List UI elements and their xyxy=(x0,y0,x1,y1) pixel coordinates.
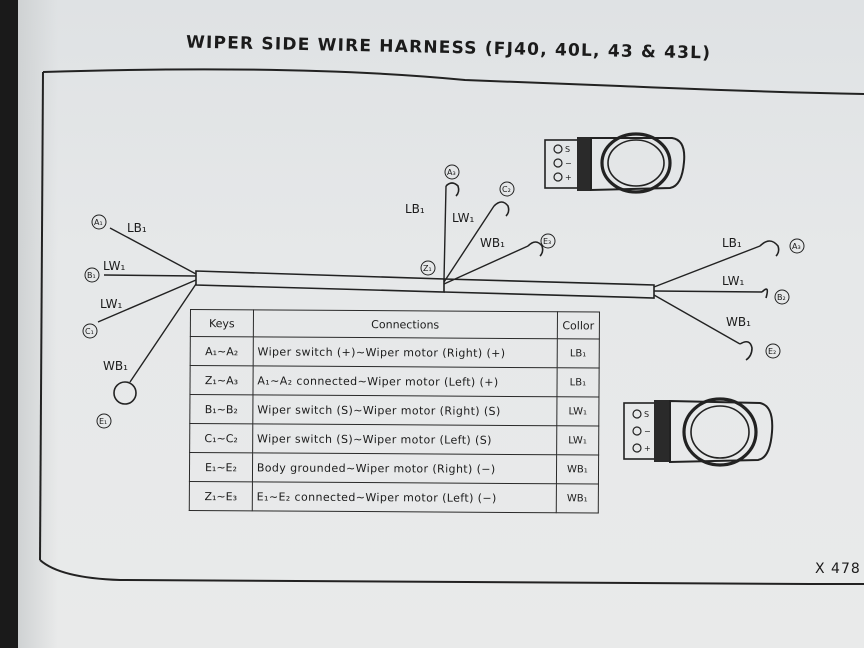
terminal-hook-e2 xyxy=(739,340,753,361)
table-row: C₁~C₂ Wiper switch (S)~Wiper motor (Left… xyxy=(189,423,599,455)
wire-wb1-mid xyxy=(443,245,529,285)
terminal-e1-marker xyxy=(96,413,112,429)
wire-label-wb1-left: WB₁ xyxy=(103,359,128,373)
header-keys: Keys xyxy=(190,309,254,337)
svg-text:+: + xyxy=(565,173,572,182)
terminal-hook-e3 xyxy=(527,241,544,257)
ground-ring-terminal xyxy=(113,381,137,405)
row-color: WB₁ xyxy=(556,483,599,513)
row-color: LW₁ xyxy=(556,396,599,426)
table-row: B₁~B₂ Wiper switch (S)~Wiper motor (Righ… xyxy=(189,394,599,426)
terminal-c1-marker xyxy=(82,323,98,339)
wire-lb1-left xyxy=(109,227,197,275)
row-keys: Z₁~A₃ xyxy=(189,365,253,395)
row-keys: B₁~B₂ xyxy=(189,394,253,424)
terminal-a2-marker xyxy=(789,238,805,254)
terminal-b1-label: B₁ xyxy=(87,271,96,280)
row-color: LW₁ xyxy=(556,425,599,455)
table-row: E₁~E₂ Body grounded~Wiper motor (Right) … xyxy=(189,452,599,484)
page-binding-shadow xyxy=(18,0,58,648)
page-code: X 478 xyxy=(815,561,861,577)
terminal-b2-marker xyxy=(774,289,790,305)
wiper-motor-connector-top: S − + xyxy=(544,132,686,194)
row-keys: C₁~C₂ xyxy=(189,423,253,453)
wire-lw1-mid xyxy=(443,205,495,283)
terminal-e2-label: E₂ xyxy=(768,347,776,356)
wire-label-lb1-right: LB₁ xyxy=(722,236,742,250)
terminal-e2-marker xyxy=(765,343,781,359)
terminal-hook-b2 xyxy=(761,288,769,299)
svg-text:S: S xyxy=(644,410,649,419)
svg-text:+: + xyxy=(644,444,651,453)
wire-lb1-right xyxy=(653,245,761,288)
row-connection: Wiper switch (S)~Wiper motor (Left) (S) xyxy=(252,423,557,455)
frame-bottom-edge xyxy=(39,559,864,585)
row-color: LB₁ xyxy=(556,338,600,369)
wire-label-wb1-mid: WB₁ xyxy=(480,236,505,250)
terminal-z1-label: Z₁ xyxy=(423,264,432,273)
terminal-a2-label: A₃ xyxy=(792,242,801,251)
terminal-b1-marker xyxy=(84,267,100,283)
terminal-a1-marker xyxy=(91,214,107,230)
terminal-hook-c2 xyxy=(493,201,510,217)
wire-label-lw1-left-top: LW₁ xyxy=(103,259,125,273)
wire-label-lw1-mid: LW₁ xyxy=(452,211,474,225)
frame-border xyxy=(42,68,864,95)
wire-label-lw1-left-bottom: LW₁ xyxy=(100,297,122,311)
terminal-e1-label: E₁ xyxy=(99,417,107,426)
wire-label-wb1-right: WB₁ xyxy=(726,315,751,329)
terminal-hook-a2 xyxy=(759,240,780,257)
row-connection: E₁~E₂ connected~Wiper motor (Left) (−) xyxy=(252,481,557,513)
harness-bundle-left xyxy=(195,270,445,293)
svg-text:−: − xyxy=(565,159,572,168)
terminal-a3-label: A₃ xyxy=(447,168,456,177)
svg-text:S: S xyxy=(565,145,570,154)
terminal-hook-a3 xyxy=(445,182,460,197)
terminal-e3-label: E₃ xyxy=(543,237,551,246)
manual-page xyxy=(18,0,864,648)
row-keys: A₁~A₂ xyxy=(190,336,254,366)
terminal-a1-label: A₁ xyxy=(94,218,103,227)
terminal-z1-marker xyxy=(420,260,436,276)
wire-wb1-left xyxy=(129,283,197,383)
terminal-a3-marker xyxy=(444,164,460,180)
svg-text:−: − xyxy=(644,427,651,436)
wire-lw1-right xyxy=(653,290,763,293)
header-connections: Connections xyxy=(253,309,558,339)
row-connection: A₁~A₂ connected~Wiper motor (Left) (+) xyxy=(252,365,557,397)
table-header-row: Keys Connections Collor xyxy=(190,309,600,340)
wire-label-lb1-left: LB₁ xyxy=(127,221,147,235)
table-row: A₁~A₂ Wiper switch (+)~Wiper motor (Righ… xyxy=(190,336,600,369)
wire-label-lw1-right: LW₁ xyxy=(722,274,744,288)
row-connection: Wiper switch (S)~Wiper motor (Right) (S) xyxy=(252,394,557,426)
terminal-c1-label: C₁ xyxy=(85,327,94,336)
connection-keys-table: Keys Connections Collor A₁~A₂ Wiper swit… xyxy=(189,309,600,514)
row-color: LB₁ xyxy=(556,367,600,397)
wire-lw1-left-bottom xyxy=(97,279,197,323)
wire-lw1-left-top xyxy=(103,274,197,277)
row-keys: Z₁~E₃ xyxy=(189,481,253,511)
row-color: WB₁ xyxy=(556,454,599,484)
harness-bundle-right xyxy=(443,278,655,299)
row-connection: Body grounded~Wiper motor (Right) (−) xyxy=(252,452,557,484)
wire-label-lb1-mid: LB₁ xyxy=(405,202,425,216)
terminal-b2-label: B₂ xyxy=(777,293,786,302)
wire-wb1-right xyxy=(653,294,741,345)
table-row: Z₁~A₃ A₁~A₂ connected~Wiper motor (Left)… xyxy=(189,365,600,397)
wiper-motor-connector-bottom: S − + xyxy=(623,397,774,467)
row-keys: E₁~E₂ xyxy=(189,452,253,482)
terminal-c2-label: C₂ xyxy=(502,185,511,194)
table-row: Z₁~E₃ E₁~E₂ connected~Wiper motor (Left)… xyxy=(189,481,599,513)
wire-lb1-mid xyxy=(443,185,447,281)
row-connection: Wiper switch (+)~Wiper motor (Right) (+) xyxy=(252,336,558,368)
header-color: Collor xyxy=(557,311,600,340)
terminal-c2-marker xyxy=(499,181,515,197)
frame-left-edge xyxy=(39,71,44,561)
terminal-e3-marker xyxy=(540,233,556,249)
